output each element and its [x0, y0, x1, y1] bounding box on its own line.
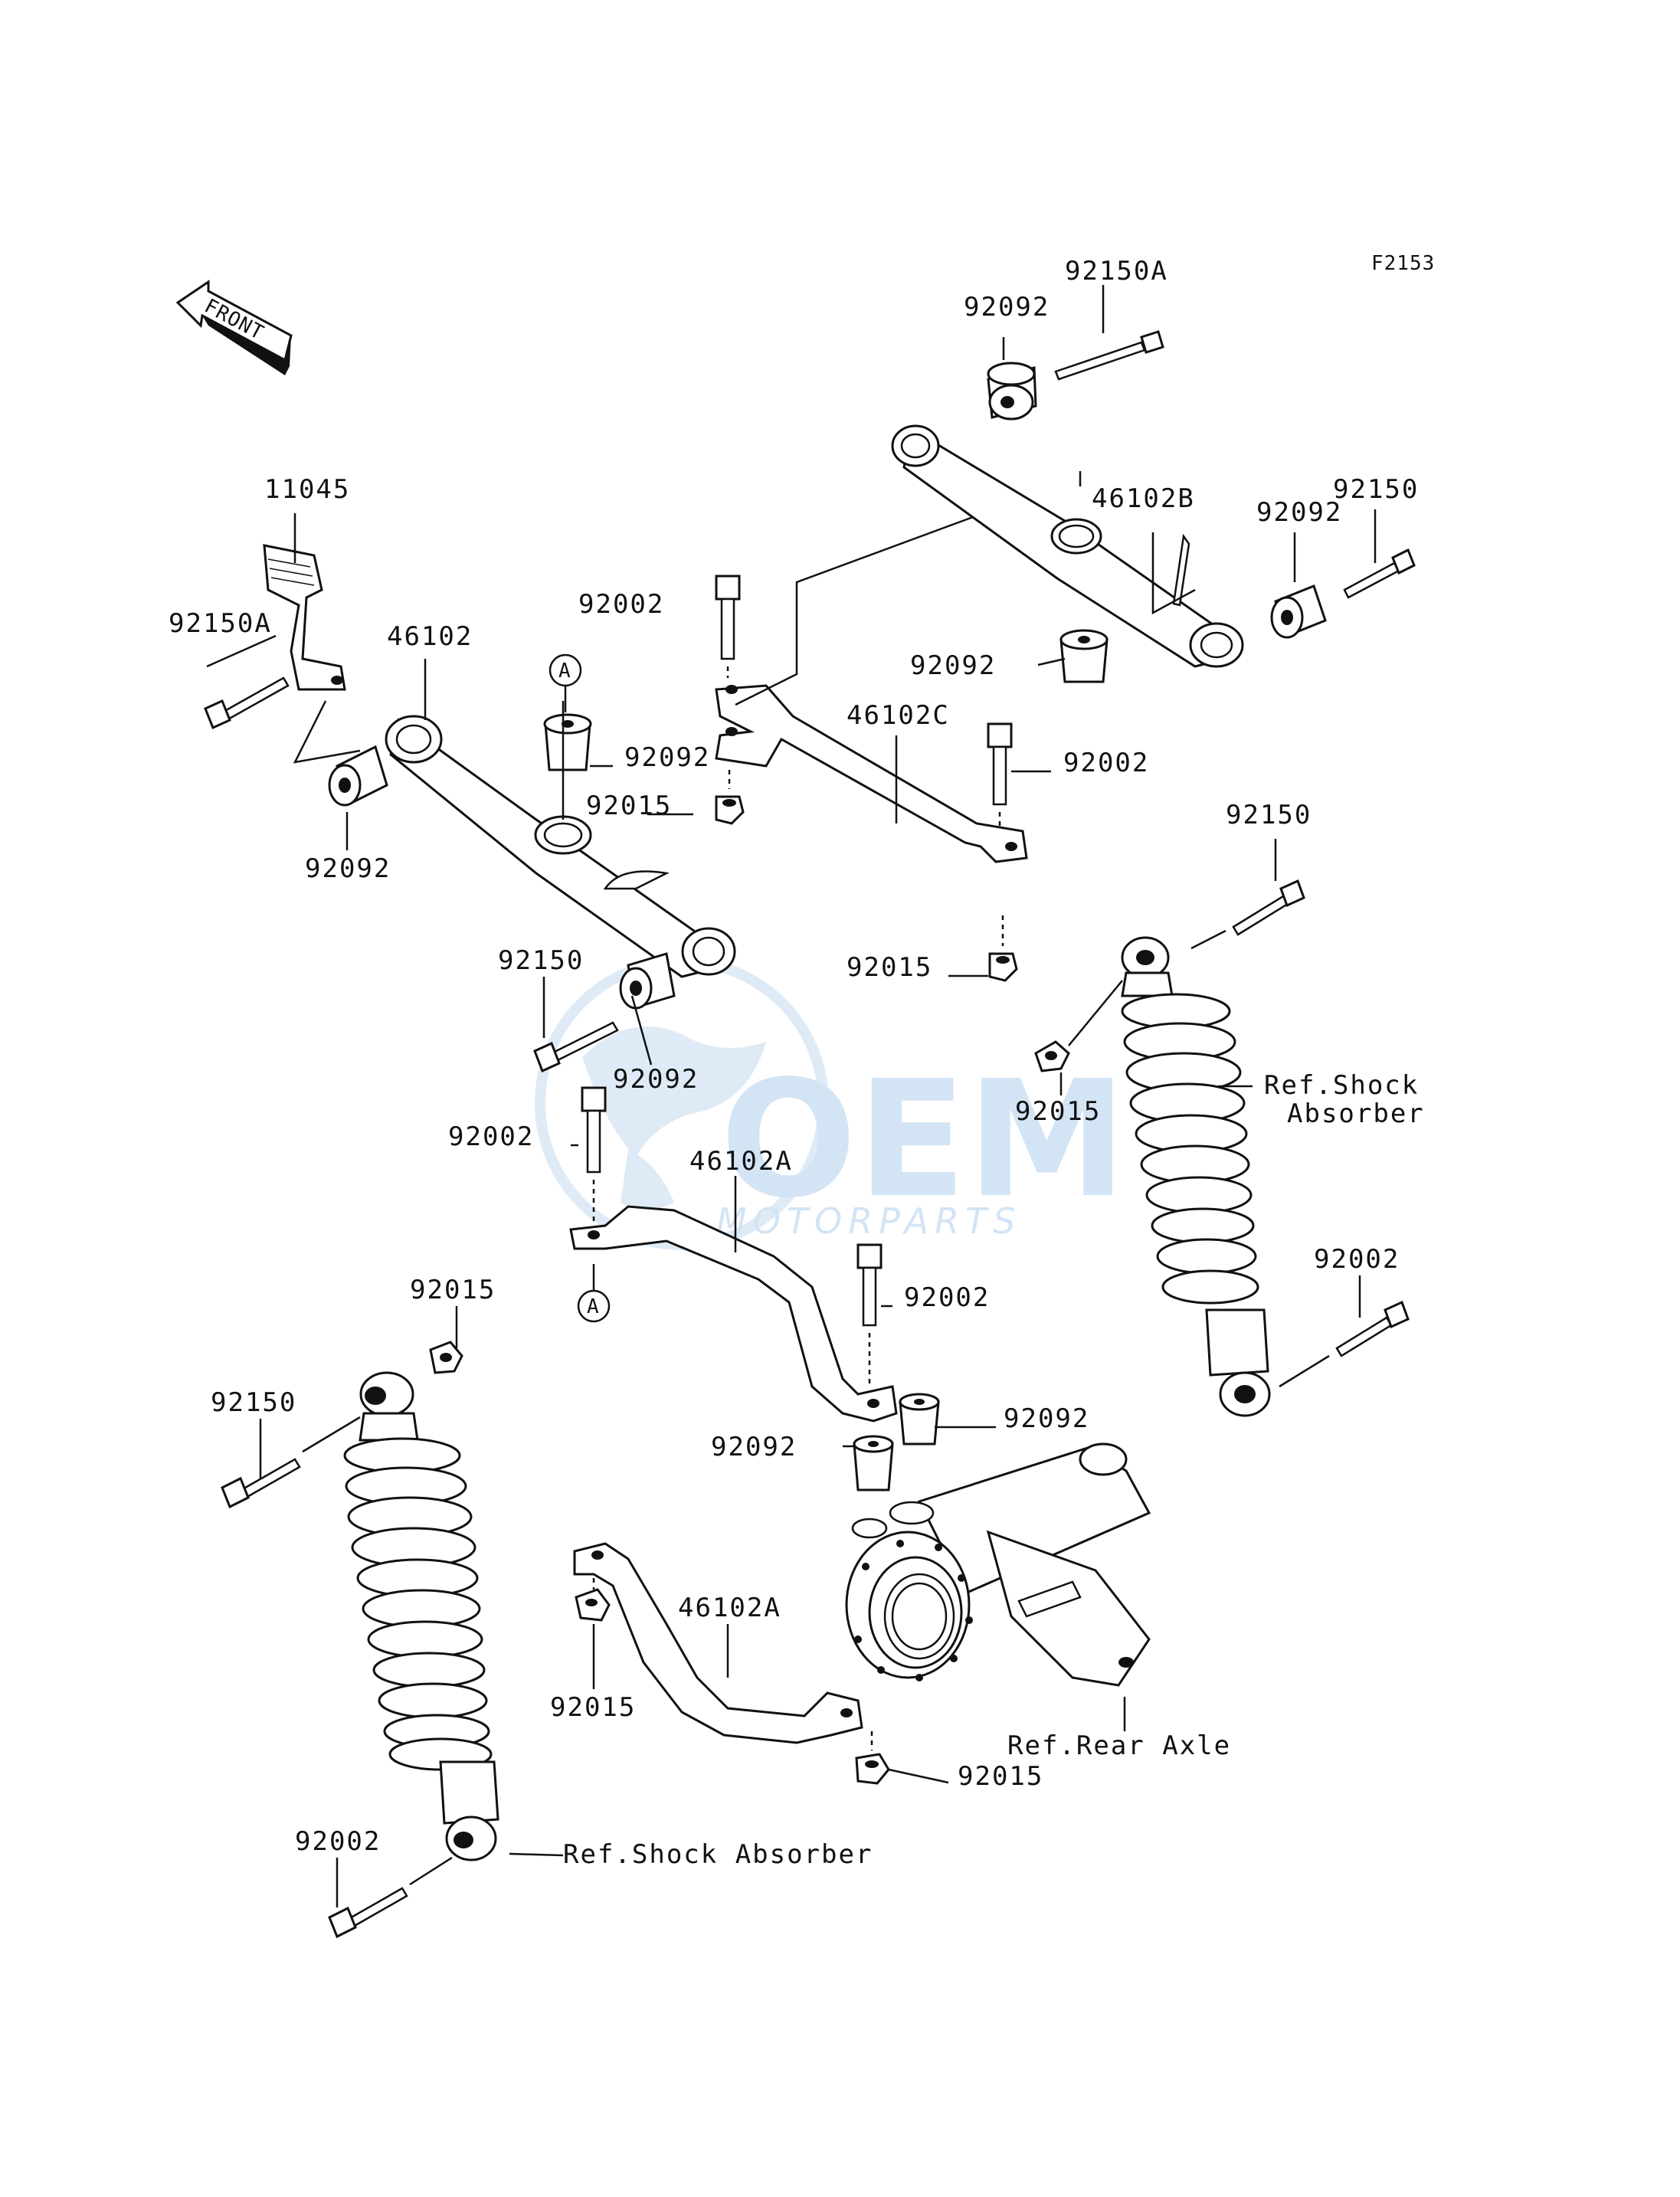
- bushing-92092-left: [328, 745, 388, 807]
- nut-92015-lower: [575, 1578, 611, 1622]
- bushing-92092-a: [543, 713, 592, 771]
- watermark-sub: MOTORPARTS: [716, 1200, 1021, 1242]
- front-arrow-icon: FRONT: [175, 280, 293, 375]
- label-92015-axle: 92015: [958, 1761, 1043, 1792]
- bolt-92002-c: [987, 722, 1013, 827]
- label-92092-axle-left: 92092: [711, 1432, 797, 1462]
- label-92002-top: 92002: [578, 589, 664, 620]
- bolt-92150-right: [1190, 879, 1305, 950]
- shock-absorber-right: [1121, 936, 1271, 1417]
- ref-shock-left: Ref.Shock Absorber: [563, 1839, 873, 1870]
- label-92092-axle-right: 92092: [1004, 1403, 1089, 1434]
- bolt-92150a-left: [204, 676, 290, 730]
- label-46102c: 46102C: [847, 700, 950, 731]
- nut-92015-c: [988, 915, 1018, 982]
- bushing-92092-topright: [1270, 584, 1327, 639]
- label-92015-c: 92015: [847, 952, 932, 983]
- bolt-92002-left: [581, 1086, 607, 1222]
- marker-a-top: A: [549, 653, 582, 712]
- watermark-brand: OEM: [720, 1046, 1127, 1233]
- label-92015-shock-right: 92015: [1015, 1096, 1101, 1127]
- figure-code: F2153: [1371, 252, 1435, 275]
- bracket-46102c: [715, 684, 1028, 863]
- ref-shock-right-line1: Ref.Shock: [1264, 1070, 1419, 1101]
- bushing-92092-mid: [619, 952, 676, 1010]
- arm-46102b: [891, 424, 1244, 668]
- watermark: OEM MOTORPARTS: [535, 956, 1127, 1250]
- label-92150a-left: 92150A: [169, 608, 272, 639]
- bracket-11045: [263, 544, 346, 691]
- shock-absorber-left: [343, 1371, 499, 1861]
- label-92002-mid: 92002: [904, 1282, 990, 1313]
- label-92092-a: 92092: [624, 742, 710, 773]
- leader-lines: [206, 285, 1377, 1907]
- bushing-92092-axle-right: [899, 1393, 940, 1446]
- label-46102: 46102: [387, 621, 473, 652]
- label-92150-mid: 92150: [498, 945, 584, 976]
- label-92015-lower: 92015: [550, 1692, 636, 1723]
- rear-axle-housing: [845, 1442, 1151, 1687]
- label-92150-bottom-left: 92150: [211, 1387, 296, 1418]
- svg-text:A: A: [558, 660, 571, 683]
- marker-a-bottom: A: [577, 1264, 611, 1323]
- label-92002-bottom-left: 92002: [295, 1826, 381, 1857]
- svg-text:A: A: [587, 1295, 600, 1318]
- label-92015-bottom-left: 92015: [410, 1275, 496, 1305]
- nut-92015-bottom-left: [429, 1341, 463, 1374]
- label-92002-right: 92002: [1314, 1244, 1400, 1275]
- reference-labels: Ref.Shock Absorber Ref.Rear Axle Ref.Sho…: [563, 1070, 1425, 1870]
- label-92092-bushing-b: 92092: [910, 650, 996, 681]
- part-labels: 92150A 92092 46102B 92150 92092 92092 11…: [169, 256, 1419, 1857]
- label-92002-left: 92002: [448, 1121, 534, 1152]
- label-92150-topright: 92150: [1333, 474, 1419, 505]
- arm-46102: [385, 715, 736, 978]
- bolt-92002-mid: [856, 1243, 883, 1387]
- label-92092-top: 92092: [964, 292, 1050, 323]
- bracket-46102a-lower: [573, 1542, 863, 1744]
- bushing-92092-axle-left: [853, 1435, 894, 1491]
- bracket-46102a-upper: [569, 1205, 898, 1423]
- label-92092-topright: 92092: [1256, 497, 1342, 528]
- bushing-92092-b: [1059, 629, 1109, 683]
- ref-shock-right-line2: Absorber: [1287, 1098, 1425, 1129]
- nut-92015-axle: [855, 1731, 890, 1785]
- label-92092-left: 92092: [305, 853, 391, 884]
- bolt-92150-topright: [1343, 548, 1416, 599]
- label-46102a-lower: 46102A: [678, 1593, 781, 1623]
- bolt-92002-bottom-left: [328, 1856, 453, 1939]
- label-46102a-upper: 46102A: [689, 1146, 793, 1177]
- label-92150-right: 92150: [1226, 800, 1312, 830]
- label-92150a-top: 92150A: [1065, 256, 1168, 286]
- label-92092-mid: 92092: [613, 1064, 699, 1095]
- bolt-92150-bottom-left: [221, 1416, 361, 1509]
- label-46102b: 46102B: [1092, 483, 1195, 514]
- label-92015-mid: 92015: [586, 791, 672, 821]
- bolt-92002-top: [715, 575, 741, 678]
- bolt-92150-mid: [533, 1021, 619, 1073]
- label-11045: 11045: [264, 474, 350, 505]
- bushing-92092-top: [987, 362, 1037, 421]
- nut-92015-mid: [715, 770, 745, 825]
- label-92002-c: 92002: [1063, 748, 1149, 778]
- ref-rear-axle: Ref.Rear Axle: [1007, 1730, 1231, 1761]
- bolt-92002-right: [1279, 1300, 1410, 1388]
- nut-92015-shock-right: [1034, 980, 1123, 1072]
- bolt-92150a-top: [1054, 330, 1164, 381]
